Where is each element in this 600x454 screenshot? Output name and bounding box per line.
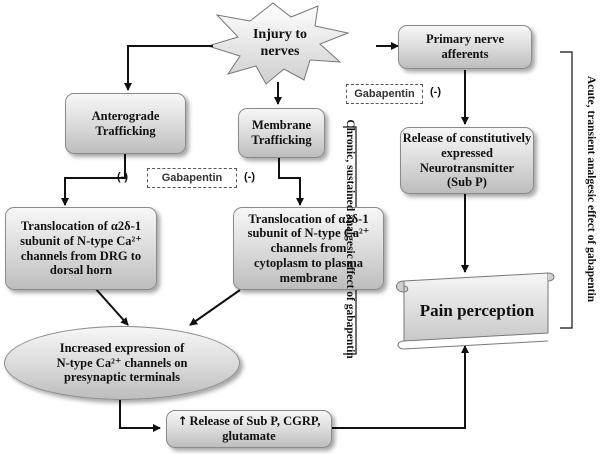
inhibition-sign-left: (-) xyxy=(117,171,128,183)
arrow-translocation-right-to-expression xyxy=(189,289,241,326)
anterograde-trafficking-box: Anterograde Trafficking xyxy=(65,93,186,154)
membrane-trafficking-box: Membrane Trafficking xyxy=(238,108,325,158)
chronic-effect-label: Chronic, sustained analgesic effect of g… xyxy=(344,119,356,359)
pain-perception-scroll-shape xyxy=(396,272,555,350)
pain-perception-label: Pain perception xyxy=(419,301,535,320)
translocation-drg-to-dorsal-horn-box: Translocation of α2δ-1 subunit of N-type… xyxy=(5,207,157,290)
arrow-expression-to-release xyxy=(119,400,161,432)
inhibition-sign-middle: (-) xyxy=(244,171,255,183)
acute-bracket xyxy=(560,51,573,329)
arrow-injury-to-anterograde xyxy=(124,45,213,91)
inhibition-sign-right: (-) xyxy=(430,86,441,98)
gabapentin-right-label: Gabapentin xyxy=(346,84,423,104)
primary-nerve-afferents-box: Primary nerve afferents xyxy=(398,25,532,69)
release-sub-p-cgrp-glutamate-box: ↑Release of Sub P, CGRP, glutamate xyxy=(166,410,332,448)
gabapentin-center-label: Gabapentin xyxy=(147,168,237,188)
arrow-membrane-to-translocation-right xyxy=(278,158,304,206)
translocation-cytoplasm-to-membrane-box: Translocation of α2δ-1 subunit of N-type… xyxy=(233,207,384,290)
increased-expression-oval: Increased expression of N-type Ca²⁺ chan… xyxy=(4,326,240,400)
arrow-anterograde-to-translocation-left xyxy=(61,154,126,206)
release-constitutive-neurotransmitter-box: Release of constitutively expressed Neur… xyxy=(400,127,534,194)
arrow-release-to-pain-perception xyxy=(332,345,469,429)
acute-effect-label: Acute, transient analgesic effect of gab… xyxy=(585,75,597,303)
increase-arrow-icon: ↑ xyxy=(177,414,188,429)
injury-starburst-shape xyxy=(206,2,350,85)
injury-to-nerves-label: Injury to nerves xyxy=(252,27,308,59)
arrow-translocation-left-to-expression xyxy=(94,287,129,326)
